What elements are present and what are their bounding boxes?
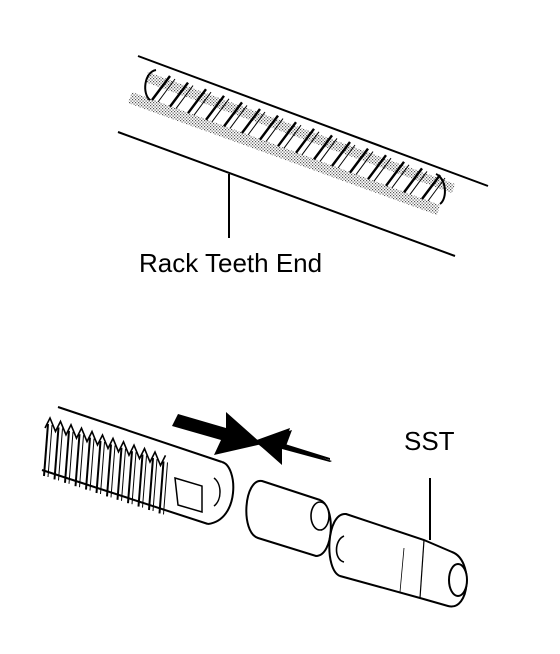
rack-tooth	[151, 75, 171, 101]
rack-end-flat	[174, 476, 203, 513]
rack-tooth	[277, 121, 297, 147]
rack-side-tooth-edge	[121, 448, 126, 501]
rack-tooth	[205, 95, 225, 121]
rack-body-upper-edge	[57, 406, 223, 463]
rack-tooth-edge	[211, 98, 230, 123]
rack-tooth-edge	[157, 78, 176, 103]
rack-side-tooth-edge	[163, 462, 168, 515]
rack-side-tooth	[43, 423, 49, 477]
rack-tooth	[241, 108, 261, 134]
rack-tooth	[385, 161, 405, 187]
rack-side-tooth	[53, 427, 60, 480]
rack-bar-upper-edge	[137, 55, 489, 187]
rack-tooth-edge	[337, 144, 356, 169]
rack-side-tooth	[85, 437, 91, 490]
rack-teeth-shading-bottom	[128, 92, 440, 215]
sst-tool-body	[328, 512, 468, 608]
rack-tooth	[421, 174, 441, 200]
rack-side-tooth-edge	[131, 452, 137, 505]
rack-side-tooth-edge	[110, 445, 116, 498]
sst-label: SST	[404, 426, 455, 456]
rack-teeth-shading-top	[145, 72, 455, 193]
rack-teeth-side	[43, 416, 168, 515]
rack-tooth	[349, 147, 369, 174]
rack-side-tooth	[116, 447, 123, 500]
rack-side-tooth	[158, 461, 165, 514]
rack-side-tooth-tips	[44, 416, 167, 468]
rack-bar-lower-edge	[117, 131, 456, 257]
rack-side-tooth-edge	[47, 424, 53, 478]
sst-taper-line	[419, 539, 425, 599]
rack-bar-top-view	[117, 55, 489, 257]
collar-bore	[310, 501, 330, 531]
rack-teeth-top	[151, 75, 446, 202]
rack-tooth-edge	[193, 91, 212, 116]
rack-tooth-edge	[409, 171, 428, 195]
rack-side-tooth-edge	[68, 431, 74, 484]
rack-side-tooth	[74, 434, 81, 487]
rack-and-sst-assembly	[41, 406, 468, 608]
sst-end-notch	[335, 535, 345, 563]
rack-tooth-edge	[427, 177, 446, 202]
rack-body-lower-edge	[41, 469, 209, 525]
rack-tooth	[331, 141, 351, 167]
rack-tooth	[313, 134, 333, 161]
rack-side-tooth	[148, 457, 154, 511]
rack-tooth	[187, 88, 207, 114]
rack-tooth-edge	[229, 105, 248, 129]
rack-side-tooth	[137, 454, 144, 507]
rack-tooth	[295, 128, 315, 154]
rack-side-tooth-edge	[58, 428, 63, 481]
rack-tooth-edge	[301, 131, 320, 156]
sst-tip	[448, 563, 468, 597]
rack-teeth-end-label: Rack Teeth End	[139, 248, 322, 278]
rack-tooth-edge	[391, 164, 410, 189]
rack-side-tooth	[95, 440, 102, 494]
rack-tooth	[259, 114, 279, 141]
push-arrow-left-fill	[256, 430, 332, 465]
rack-side-tooth-edge	[79, 435, 84, 488]
rack-side-tooth	[127, 451, 133, 504]
rack-tooth-edge	[283, 124, 302, 149]
rack-side-tooth-edge	[100, 441, 105, 495]
rack-side-tooth-edge	[89, 438, 95, 491]
sst-shade-line	[399, 547, 405, 593]
rack-tooth-edge	[265, 118, 284, 142]
rack-teeth-left-end	[144, 69, 157, 101]
rack-tooth-edge	[319, 138, 338, 162]
rack-tooth-edge	[247, 111, 266, 136]
rack-side-tooth	[106, 444, 112, 497]
rack-tooth	[223, 101, 243, 128]
rack-side-tooth-edge	[152, 458, 158, 512]
rack-tooth-edge	[373, 157, 392, 182]
rack-tooth-edge	[355, 151, 374, 175]
rack-tooth-edge	[175, 85, 194, 109]
rack-side-tooth	[64, 430, 70, 483]
rack-tooth	[403, 167, 423, 194]
rack-end-groove	[213, 477, 221, 507]
push-arrow-right-icon	[172, 412, 262, 455]
rack-side-tooth-edge	[142, 455, 147, 508]
rack-tooth	[367, 154, 387, 180]
rack-tooth	[169, 81, 189, 108]
